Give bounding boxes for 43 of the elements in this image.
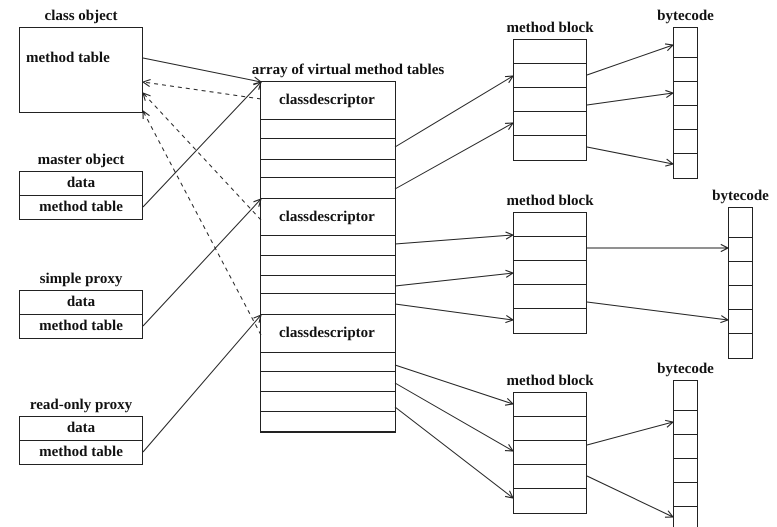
dashed-arrow <box>142 78 262 100</box>
arrow <box>142 198 262 326</box>
dashed-arrow <box>142 92 262 220</box>
arrow <box>394 364 514 406</box>
arrow <box>586 302 729 324</box>
field-label: data <box>66 175 96 192</box>
arrow <box>394 304 514 324</box>
field-label: data <box>66 420 96 437</box>
arrow <box>586 420 674 446</box>
dashed-arrow <box>142 110 262 336</box>
block-heading: read-only proxy <box>28 397 134 414</box>
field-label: classdescriptor <box>279 208 375 226</box>
arrow <box>586 244 729 252</box>
field-label: method table <box>39 199 123 216</box>
field-label: method table <box>39 318 123 335</box>
field-label: method table <box>39 444 123 461</box>
block-heading: simple proxy <box>38 271 124 288</box>
arrow <box>394 75 514 148</box>
block-heading: master object <box>36 152 126 169</box>
arrow <box>586 146 674 167</box>
field-label: method table <box>26 50 110 67</box>
arrow <box>142 58 262 85</box>
block-heading: bytecode <box>656 8 715 25</box>
arrow <box>586 43 674 76</box>
arrow <box>142 314 262 452</box>
arrow <box>394 270 514 286</box>
arrow <box>142 81 262 208</box>
field-label: classdescriptor <box>279 325 375 342</box>
arrow <box>394 122 514 190</box>
arrow <box>394 231 514 244</box>
block-heading: method block <box>505 20 595 37</box>
block-heading: array of virtual method tables <box>250 62 446 79</box>
block-heading: bytecode <box>711 188 770 205</box>
arrow <box>586 90 674 106</box>
arrow <box>394 406 514 499</box>
block-heading: bytecode <box>656 361 715 378</box>
arrow <box>586 476 674 518</box>
field-label: data <box>66 294 96 311</box>
block-heading: method block <box>505 373 595 390</box>
block-heading: method block <box>505 193 595 210</box>
arrow <box>394 382 514 452</box>
block-heading: class object <box>44 8 118 25</box>
field-label: classdescriptor <box>279 92 375 109</box>
